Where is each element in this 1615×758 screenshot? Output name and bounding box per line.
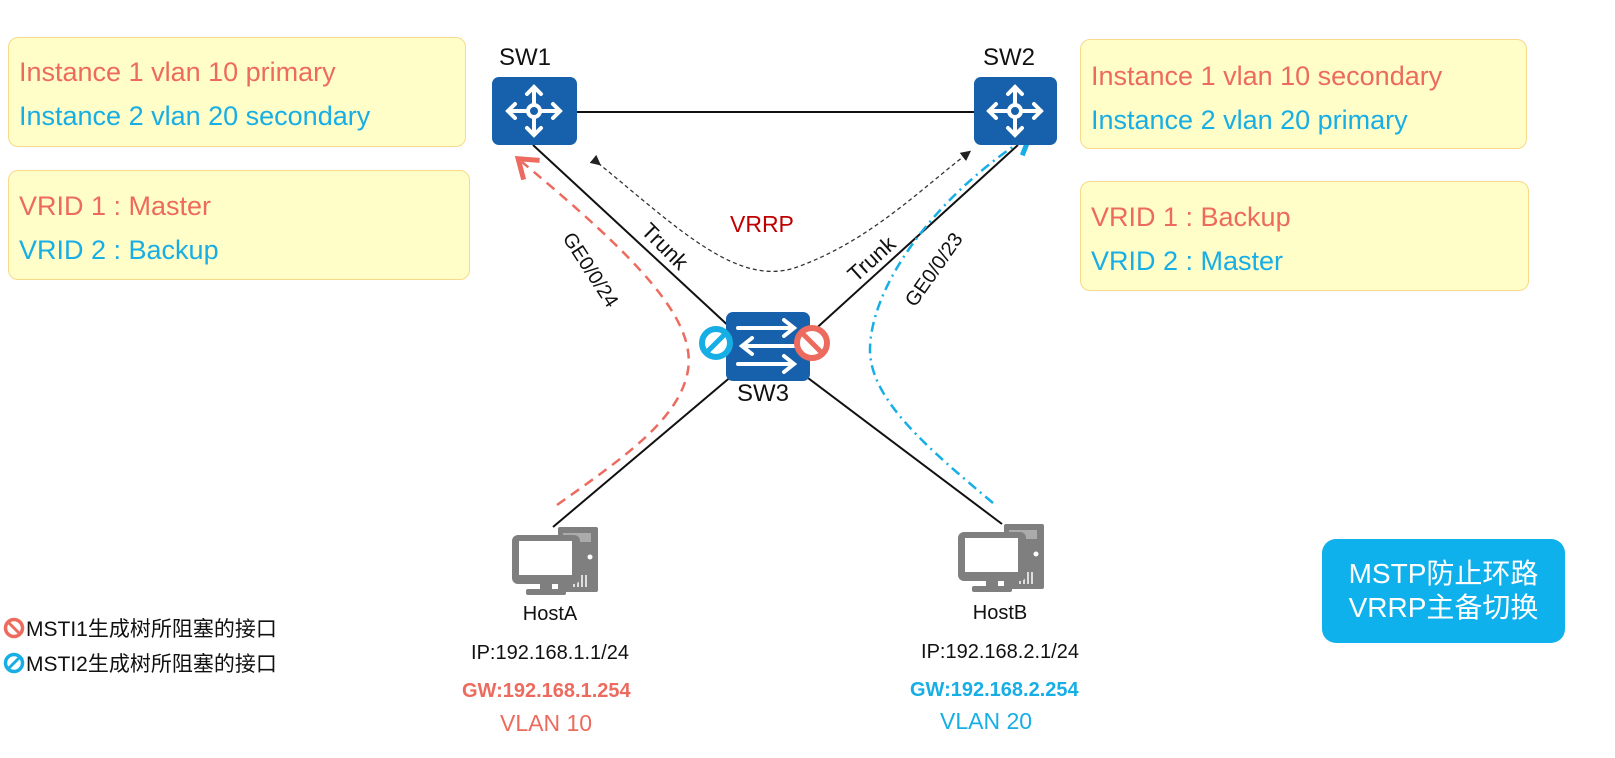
hostb-gateway: GW:192.168.2.254 <box>910 679 1079 701</box>
sw1-router-icon[interactable] <box>492 77 577 145</box>
blocked-blue-icon <box>3 652 25 674</box>
summary-line-2: VRRP主备切换 <box>1348 592 1539 623</box>
hostb-name: HostB <box>972 602 1028 624</box>
legend-msti2-text: MSTI2生成树所阻塞的接口 <box>26 653 277 676</box>
sw1-instance2: Instance 2 vlan 20 secondary <box>19 101 371 131</box>
vrrp-label: VRRP <box>730 211 794 237</box>
link-sw2-sw3 <box>809 144 1019 335</box>
legend-msti1-text: MSTI1生成树所阻塞的接口 <box>26 618 277 641</box>
vlan10-forwarding-path <box>514 156 690 507</box>
link-sw3-hostb <box>807 377 1003 525</box>
hostb-vlan: VLAN 20 <box>940 708 1033 734</box>
legend-msti2: MSTI2生成树所阻塞的接口 <box>2 648 277 678</box>
sw2-instance1: Instance 1 vlan 10 secondary <box>1091 61 1443 91</box>
blocked-red-icon <box>3 617 25 639</box>
sw2-label: SW2 <box>983 44 1036 71</box>
sw2-vrrp-note: VRID 1 : Backup VRID 2 : Master <box>1080 181 1529 291</box>
sw1-vrid1: VRID 1 : Master <box>19 191 212 221</box>
hosta-gateway: GW:192.168.1.254 <box>462 680 631 702</box>
hosta-name: HostA <box>522 603 578 625</box>
hosta-ip: IP:192.168.1.1/24 <box>471 642 629 664</box>
blocked-blue-icon <box>699 326 733 360</box>
sw3-label: SW3 <box>737 380 790 407</box>
blocked-red-icon <box>794 325 830 361</box>
sw1-instance1: Instance 1 vlan 10 primary <box>19 57 336 87</box>
vlan20-forwarding-path <box>868 131 1034 504</box>
legend-msti1: MSTI1生成树所阻塞的接口 <box>2 613 277 643</box>
sw2-vrid2: VRID 2 : Master <box>1091 246 1284 276</box>
sw2-mstp-note: Instance 1 vlan 10 secondary Instance 2 … <box>1080 39 1527 149</box>
sw1-vrid2: VRID 2 : Backup <box>19 235 219 265</box>
sw1-vrrp-note: VRID 1 : Master VRID 2 : Backup <box>8 170 470 280</box>
sw2-router-icon[interactable] <box>974 77 1057 145</box>
hostb-ip: IP:192.168.2.1/24 <box>921 641 1079 663</box>
hosta-pc-icon[interactable] <box>512 527 598 595</box>
hosta-vlan: VLAN 10 <box>500 710 593 736</box>
sw3-switch-icon[interactable] <box>726 312 810 381</box>
sw1-mstp-note: Instance 1 vlan 10 primary Instance 2 vl… <box>8 37 466 147</box>
link-sw1-sw3 <box>532 144 734 331</box>
sw2-instance2: Instance 2 vlan 20 primary <box>1091 105 1408 135</box>
summary-box: MSTP防止环路 VRRP主备切换 <box>1322 539 1565 643</box>
sw2-vrid1: VRID 1 : Backup <box>1091 202 1291 232</box>
link-sw3-hosta <box>552 374 734 528</box>
sw1-label: SW1 <box>499 44 552 71</box>
vrrp-path <box>589 150 972 272</box>
hostb-pc-icon[interactable] <box>958 524 1044 592</box>
summary-line-1: MSTP防止环路 <box>1348 558 1539 589</box>
